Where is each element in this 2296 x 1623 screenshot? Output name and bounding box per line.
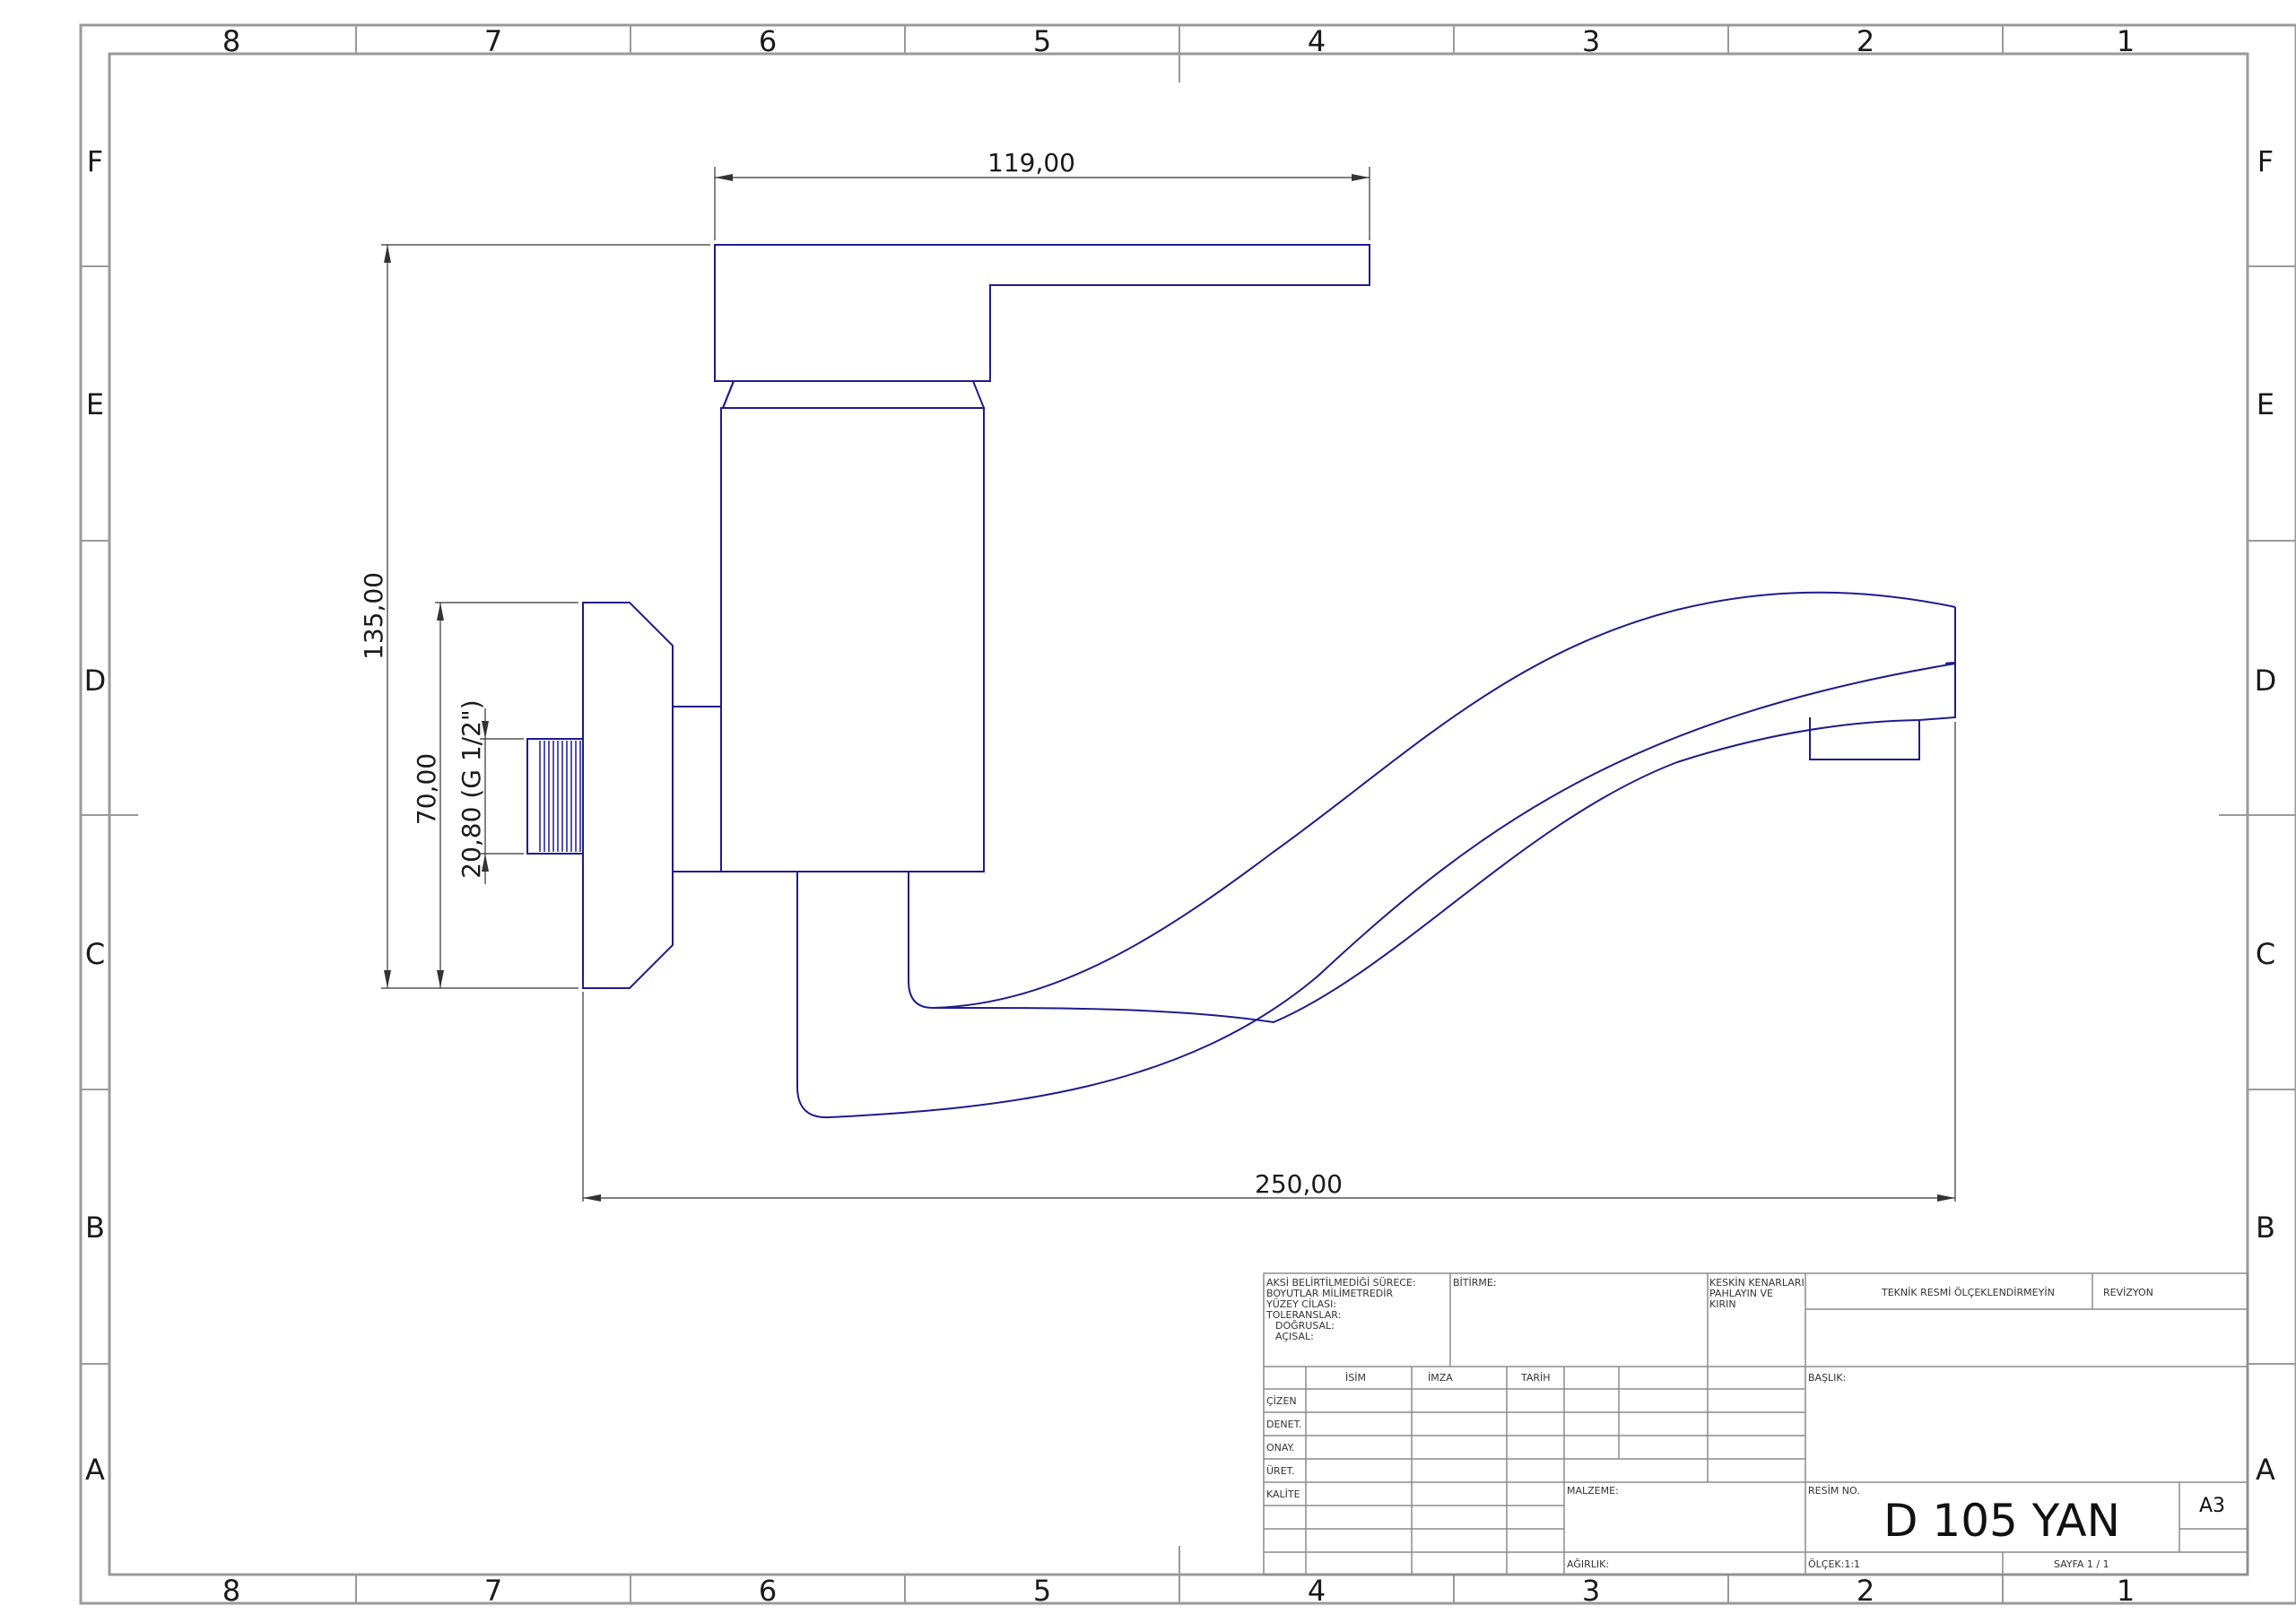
zone-row-labels-right: F E D C B A [2255, 144, 2277, 1487]
svg-text:4: 4 [1308, 1574, 1326, 1608]
svg-text:B: B [2256, 1211, 2275, 1245]
svg-text:2: 2 [1857, 1574, 1874, 1608]
svg-text:YÜZEY CİLASI:: YÜZEY CİLASI: [1265, 1298, 1336, 1310]
title-block [1263, 1272, 2248, 1575]
svg-text:3: 3 [1582, 1574, 1600, 1608]
svg-text:C: C [85, 937, 105, 971]
zone-dividers [81, 25, 2296, 1603]
svg-text:A: A [2256, 1453, 2275, 1487]
faucet-spout [796, 661, 1956, 1119]
svg-text:KALİTE: KALİTE [1266, 1488, 1300, 1500]
svg-text:D: D [84, 664, 107, 698]
svg-text:1: 1 [2117, 1574, 2135, 1608]
svg-text:3: 3 [1582, 24, 1600, 58]
svg-text:AÇISAL:: AÇISAL: [1275, 1331, 1314, 1342]
dim-flange-height: 70,00 [412, 753, 441, 825]
svg-text:TEKNİK RESMİ ÖLÇEKLENDİRMEYİN: TEKNİK RESMİ ÖLÇEKLENDİRMEYİN [1881, 1287, 2055, 1298]
svg-text:6: 6 [759, 1574, 777, 1608]
svg-text:8: 8 [222, 24, 240, 58]
wall-flange [582, 602, 674, 989]
svg-text:ÖLÇEK:1:1: ÖLÇEK:1:1 [1808, 1558, 1860, 1570]
dim-top-width: 119,00 [987, 148, 1075, 178]
faucet-handle [714, 244, 1370, 382]
svg-text:E: E [2257, 387, 2274, 421]
faucet-body [720, 407, 985, 872]
aerator [1809, 717, 1920, 760]
svg-text:5: 5 [1033, 24, 1051, 58]
svg-text:1: 1 [2117, 24, 2135, 58]
dimension-lines [381, 167, 1956, 1202]
svg-text:AĞIRLIK:: AĞIRLIK: [1567, 1558, 1609, 1570]
svg-text:TOLERANSLAR:: TOLERANSLAR: [1265, 1309, 1341, 1321]
svg-text:SAYFA 1 / 1: SAYFA 1 / 1 [2054, 1558, 2109, 1570]
svg-text:F: F [87, 144, 103, 178]
svg-text:7: 7 [484, 1574, 502, 1608]
title-block-text: AKSİ BELİRTİLMEDİĞİ SÜRECE: BOYUTLAR MİL… [1265, 1277, 2225, 1570]
drawing-number: D 105 YAN [1883, 1495, 2120, 1547]
svg-text:D: D [2255, 664, 2277, 698]
dim-thread: 20,80 (G 1/2") [457, 699, 486, 878]
svg-text:8: 8 [222, 1574, 240, 1608]
svg-text:DOĞRUSAL:: DOĞRUSAL: [1275, 1320, 1335, 1332]
svg-text:İSİM: İSİM [1345, 1372, 1366, 1384]
svg-text:BAŞLIK:: BAŞLIK: [1808, 1372, 1846, 1384]
spout-top-curve [932, 591, 1956, 1009]
dim-overall-length: 250,00 [1255, 1169, 1343, 1199]
svg-text:B: B [85, 1211, 105, 1245]
faucet-drawing [526, 244, 1956, 1119]
svg-text:ONAY.: ONAY. [1266, 1442, 1295, 1454]
svg-text:REVİZYON: REVİZYON [2103, 1287, 2153, 1298]
svg-text:İMZA: İMZA [1428, 1372, 1453, 1384]
svg-text:MALZEME:: MALZEME: [1567, 1485, 1619, 1497]
svg-text:RESİM NO.: RESİM NO. [1808, 1485, 1860, 1497]
sheet-size: A3 [2199, 1495, 2225, 1517]
svg-text:4: 4 [1308, 24, 1326, 58]
svg-text:PAHLAYIN VE: PAHLAYIN VE [1709, 1288, 1773, 1299]
svg-text:AKSİ BELİRTİLMEDİĞİ SÜRECE:: AKSİ BELİRTİLMEDİĞİ SÜRECE: [1266, 1277, 1416, 1289]
svg-text:BİTİRME:: BİTİRME: [1453, 1277, 1497, 1289]
svg-text:ÜRET.: ÜRET. [1266, 1465, 1295, 1477]
svg-text:A: A [85, 1453, 105, 1487]
svg-text:DENET.: DENET. [1266, 1419, 1302, 1430]
faucet-cap [721, 380, 986, 409]
faucet-connector [672, 706, 722, 872]
svg-text:ÇİZEN: ÇİZEN [1266, 1395, 1297, 1407]
svg-text:6: 6 [759, 24, 777, 58]
svg-text:KESKİN KENARLARI: KESKİN KENARLARI [1709, 1277, 1805, 1289]
zone-column-labels-top: 8 7 6 5 4 3 2 1 [222, 24, 2135, 58]
thread-lines [539, 741, 581, 852]
thread-stub [526, 738, 584, 855]
zone-row-labels-left: F E D C B A [84, 144, 107, 1487]
svg-text:2: 2 [1857, 24, 1874, 58]
svg-text:BOYUTLAR MİLİMETREDİR: BOYUTLAR MİLİMETREDİR [1266, 1288, 1394, 1299]
svg-text:F: F [2257, 144, 2274, 178]
svg-text:C: C [2256, 937, 2275, 971]
dim-overall-height: 135,00 [359, 572, 388, 660]
zone-column-labels-bottom: 8 7 6 5 4 3 2 1 [222, 1574, 2135, 1608]
svg-text:KIRIN: KIRIN [1709, 1298, 1736, 1310]
svg-text:7: 7 [484, 24, 502, 58]
svg-text:TARİH: TARİH [1520, 1372, 1551, 1384]
svg-text:E: E [86, 387, 104, 421]
svg-text:5: 5 [1033, 1574, 1051, 1608]
